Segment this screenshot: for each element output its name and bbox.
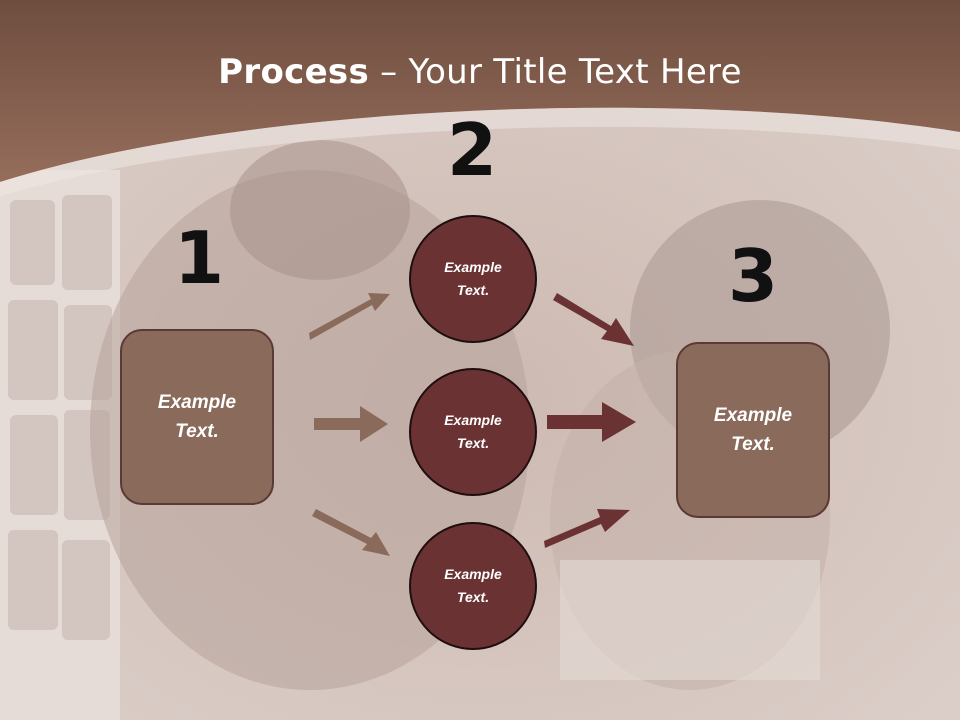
title-rest: – Your Title Text Here — [369, 52, 742, 92]
step-1-label: Example Text. — [157, 392, 237, 442]
arrow-1-to-bottom — [312, 509, 390, 556]
arrow-bottom-to-3 — [544, 509, 630, 548]
step-3-label: Example Text. — [713, 405, 793, 455]
arrow-1-to-top — [309, 293, 390, 340]
step-2-label-top: Example Text. — [444, 259, 502, 298]
arrow-1-to-middle — [314, 406, 388, 442]
step-number-1: 1 — [173, 216, 225, 300]
title-bold: Process — [218, 52, 370, 92]
arrow-top-to-3 — [553, 293, 634, 346]
slide-title: Process – Your Title Text Here — [0, 52, 960, 92]
step-3-box: Example Text. — [676, 342, 830, 518]
step-number-2: 2 — [446, 108, 498, 192]
step-1-box: Example Text. — [120, 329, 274, 505]
step-2-circle-middle: Example Text. — [409, 368, 537, 496]
step-number-3: 3 — [727, 234, 779, 318]
step-2-label-middle: Example Text. — [444, 412, 502, 451]
step-2-label-bottom: Example Text. — [444, 566, 502, 605]
step-2-circle-bottom: Example Text. — [409, 522, 537, 650]
arrow-middle-to-3 — [547, 402, 636, 442]
step-2-circle-top: Example Text. — [409, 215, 537, 343]
